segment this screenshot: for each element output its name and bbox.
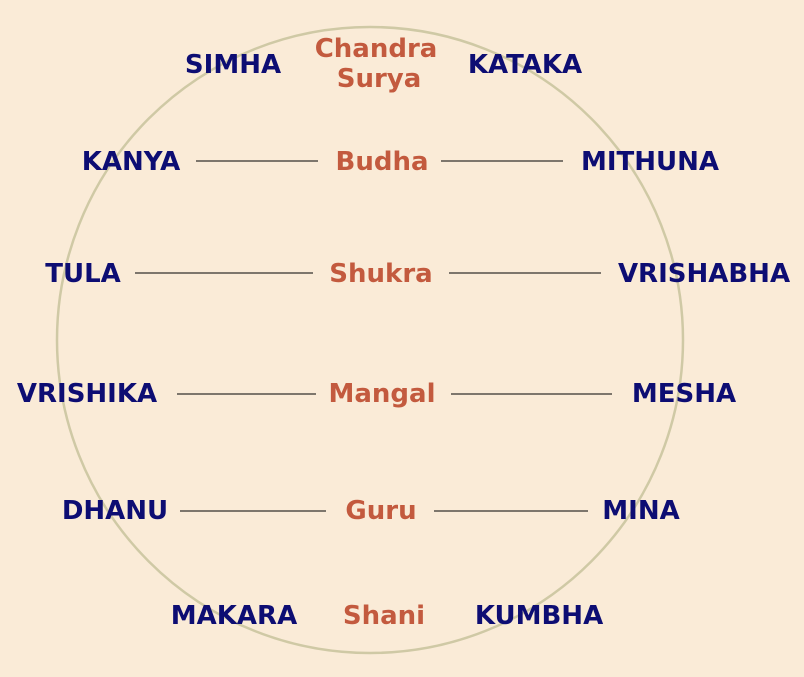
planet-guru: Guru bbox=[345, 496, 416, 526]
sign-kumbha: KUMBHA bbox=[475, 601, 603, 631]
sign-mithuna: MITHUNA bbox=[581, 147, 719, 177]
sign-mesha: MESHA bbox=[632, 379, 736, 409]
planet-surya: Surya bbox=[337, 64, 422, 94]
planet-mangal: Mangal bbox=[329, 379, 436, 409]
planet-chandra: Chandra bbox=[315, 34, 438, 64]
sign-vrishika: VRISHIKA bbox=[17, 379, 157, 409]
sign-tula: TULA bbox=[45, 259, 121, 289]
sign-makara: MAKARA bbox=[171, 601, 297, 631]
sign-kanya: KANYA bbox=[82, 147, 181, 177]
sign-vrishabha: VRISHABHA bbox=[618, 259, 790, 289]
sign-dhanu: DHANU bbox=[62, 496, 168, 526]
sign-mina: MINA bbox=[602, 496, 679, 526]
sign-kataka: KATAKA bbox=[468, 50, 582, 80]
planet-shani: Shani bbox=[343, 601, 425, 631]
planet-shukra: Shukra bbox=[329, 259, 432, 289]
sign-simha: SIMHA bbox=[185, 50, 281, 80]
planet-budha: Budha bbox=[336, 147, 429, 177]
zodiac-circle bbox=[55, 25, 685, 655]
